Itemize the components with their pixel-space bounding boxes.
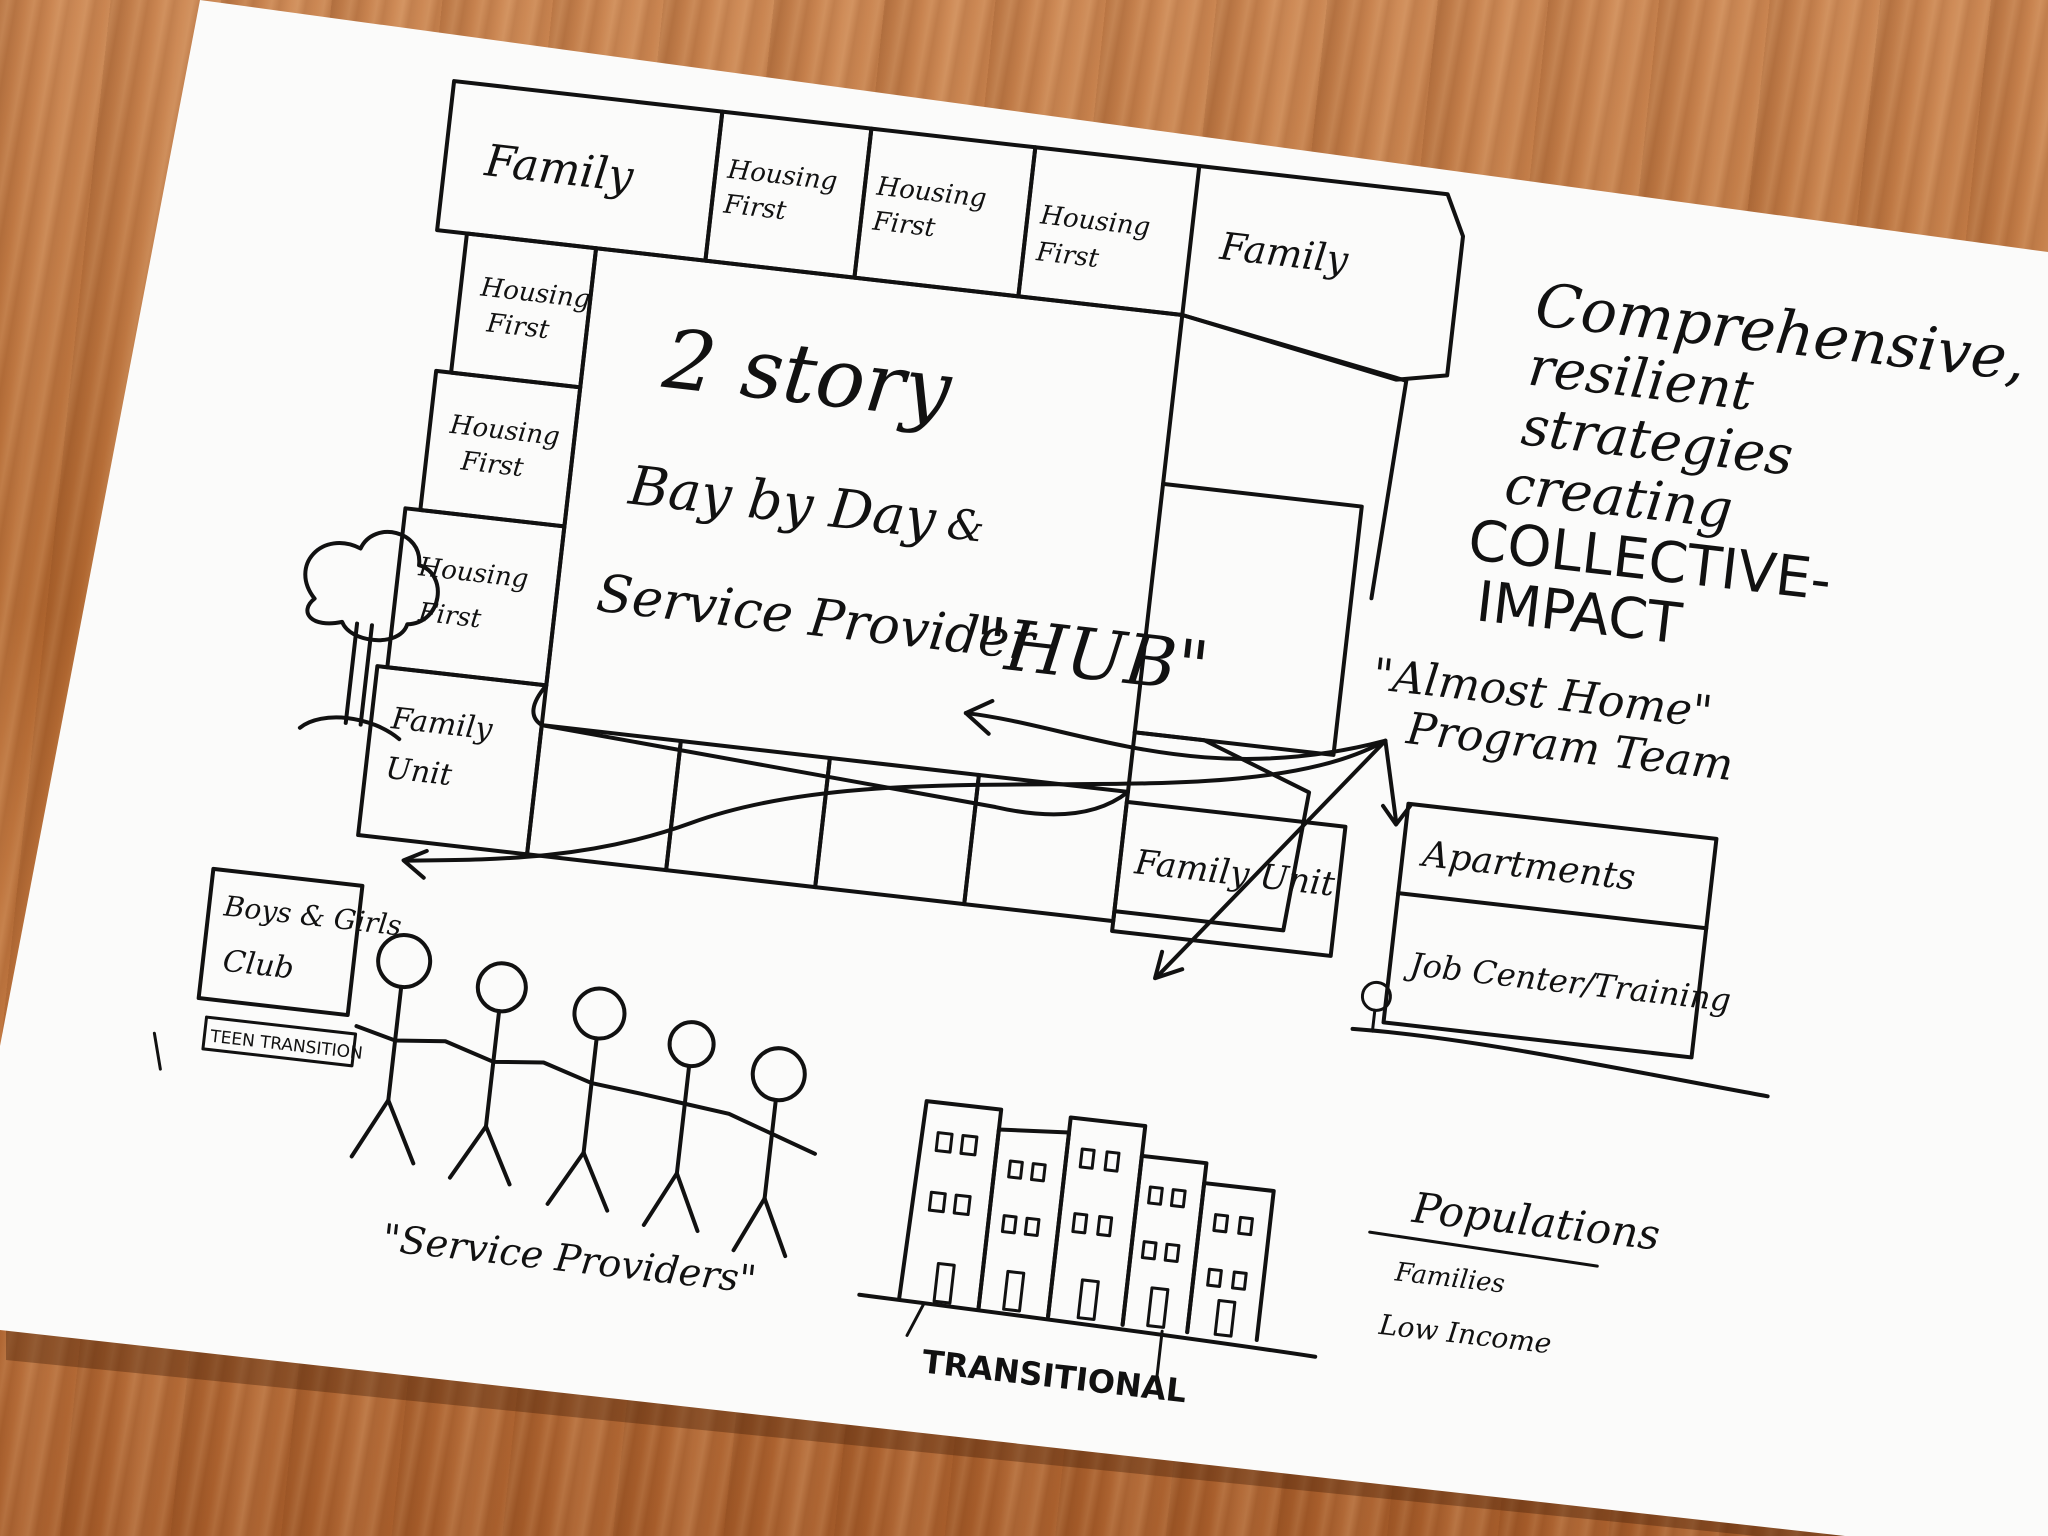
arrow-head — [401, 848, 429, 880]
club-box — [196, 866, 365, 1018]
person-icon — [349, 933, 433, 1166]
arrow-icon — [1155, 1329, 1164, 1381]
plot-box — [1112, 730, 1312, 933]
teen-sign-board — [201, 1015, 358, 1068]
tree-icon — [297, 530, 440, 742]
plot-label: First — [458, 446, 525, 483]
flow-arrow — [963, 711, 1388, 761]
windows — [927, 1131, 1254, 1338]
site-plan: Family Housing First Housing First Housi… — [152, 79, 2029, 1410]
apartments-box — [1381, 801, 1719, 1060]
person-icon — [731, 1046, 807, 1259]
person-icon — [545, 986, 627, 1213]
flow-arrow — [403, 738, 1388, 863]
flow-arrow — [1383, 738, 1399, 825]
plot-box — [1110, 799, 1348, 958]
plot-label: First — [484, 308, 551, 345]
arrow-head — [963, 698, 995, 736]
hub-ampersand: & — [944, 499, 987, 552]
person-icon — [447, 961, 528, 1187]
flow-arrow — [1155, 738, 1388, 979]
divider — [1396, 891, 1709, 931]
ground-line — [857, 1292, 1318, 1359]
ground-line — [1350, 1026, 1770, 1099]
right-plots — [1112, 313, 1409, 933]
plot-box — [1180, 313, 1409, 601]
club-label: Club — [221, 944, 296, 987]
joined-arms — [354, 1024, 817, 1156]
underline — [1368, 1230, 1599, 1268]
person-icon — [641, 1020, 716, 1234]
plot-label: First — [1034, 237, 1101, 274]
shrub-trunk — [1370, 1008, 1377, 1033]
building-icon — [1185, 1181, 1276, 1343]
plot-label: Unit — [384, 751, 455, 793]
plot-label: First — [721, 189, 788, 226]
arrow-icon — [905, 1302, 926, 1337]
hub-outline — [531, 246, 1185, 817]
arrow-head — [1153, 949, 1185, 981]
plot-label: First — [870, 206, 937, 243]
plot-box — [1132, 481, 1364, 757]
